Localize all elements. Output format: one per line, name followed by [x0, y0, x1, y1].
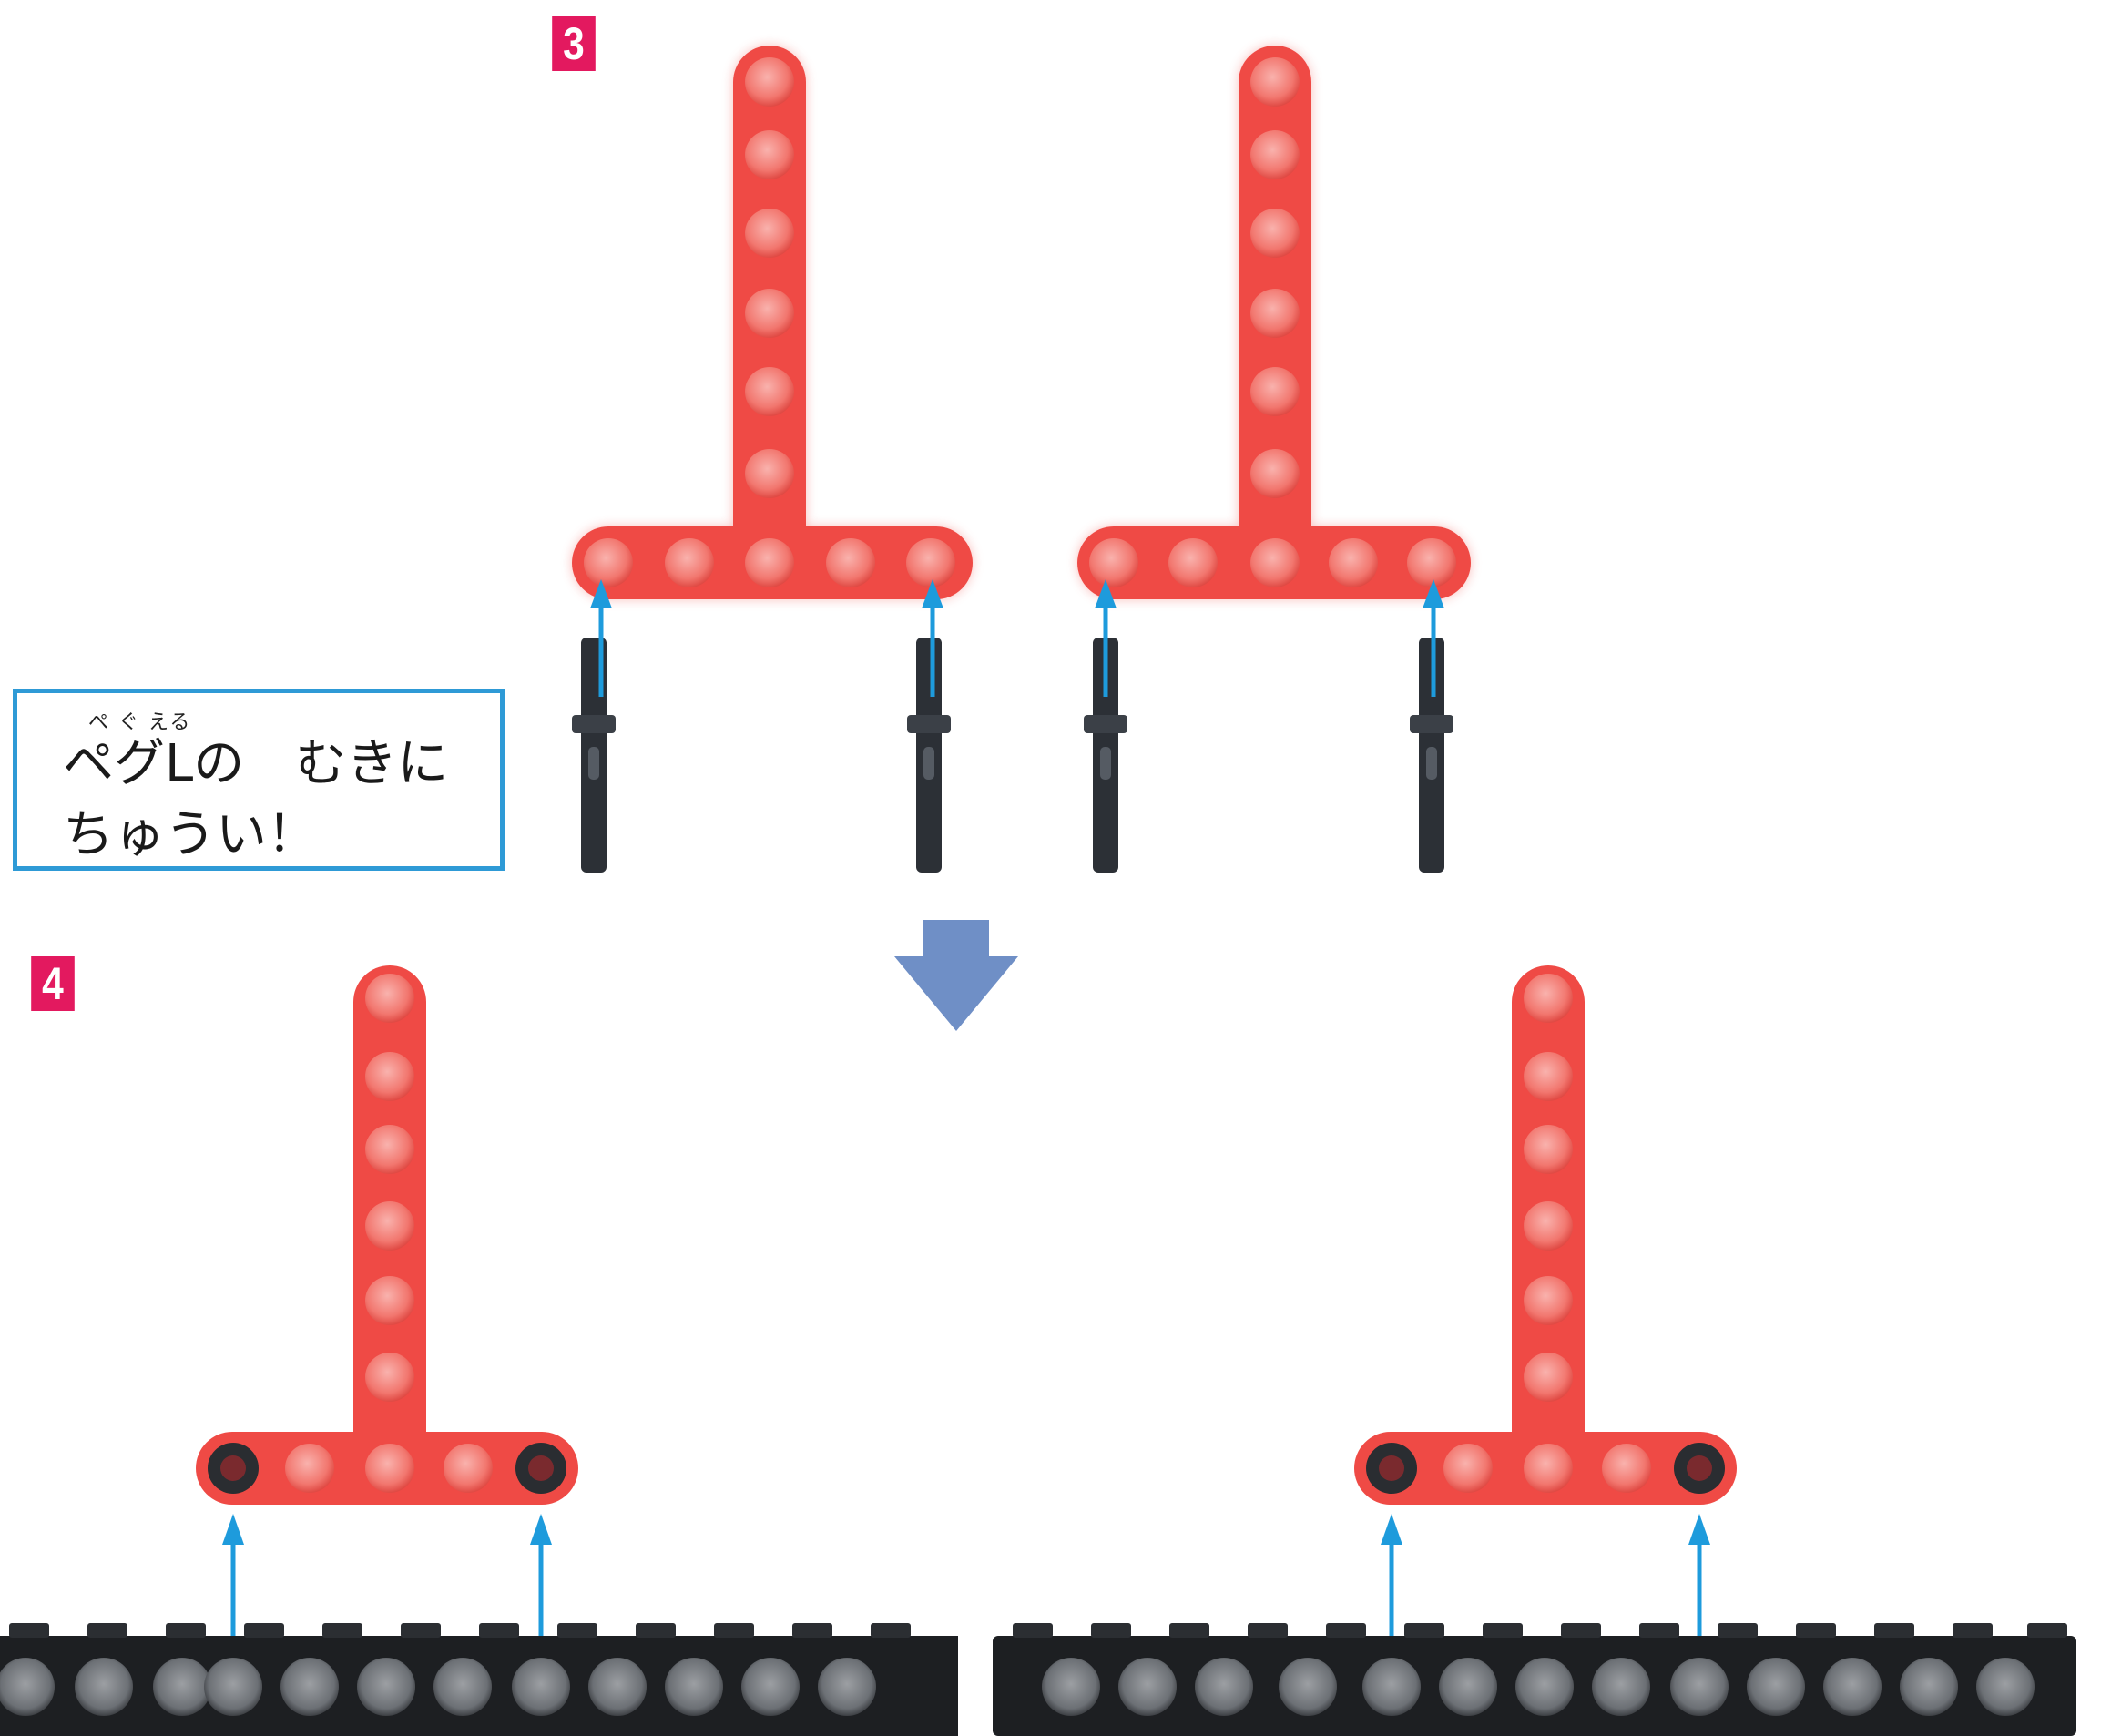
peg-3: [1084, 638, 1127, 873]
note-line-2: ちゅうい！: [63, 805, 318, 864]
note-line-1: ペグLの むきに: [63, 734, 449, 793]
technic-brick-left: [0, 1623, 958, 1736]
peg-1: [572, 638, 616, 873]
down-arrow-icon: [894, 920, 1018, 1031]
t-beam-right-step4: [1354, 965, 1737, 1505]
peg-4: [1410, 638, 1453, 873]
technic-brick-right: [993, 1623, 2076, 1736]
up-arrow-icon: [590, 579, 612, 697]
up-arrow-icon: [922, 579, 943, 697]
step-3-badge: 3: [552, 16, 596, 71]
caution-note: ぺ ぐ える ペグLの むきに ちゅうい！: [13, 689, 505, 871]
up-arrow-icon: [1095, 579, 1117, 697]
t-beam-left-step3: [572, 46, 973, 599]
up-arrow-icon: [1423, 579, 1444, 697]
note-ruby-text: ぺ ぐ える: [88, 711, 192, 734]
t-beam-right-step3: [1077, 46, 1471, 599]
step-4-badge: 4: [31, 956, 75, 1011]
t-beam-left-step4: [196, 965, 578, 1505]
peg-2: [907, 638, 951, 873]
